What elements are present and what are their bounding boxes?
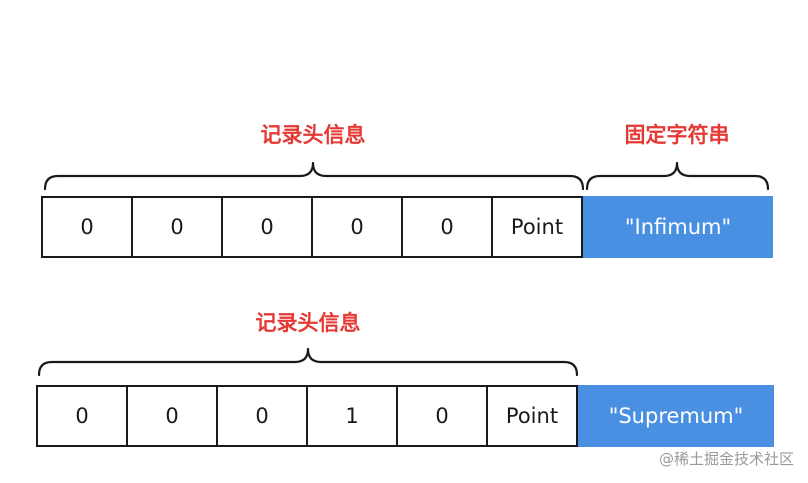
record-row-infimum: 0 0 0 0 0 Point "Infimum" [41, 196, 773, 258]
header-cell: 0 [36, 385, 128, 447]
point-cell: Point [491, 196, 583, 258]
header-cell: 0 [126, 385, 218, 447]
record-header-label-2: 记录头信息 [255, 311, 361, 335]
header-cell: 0 [401, 196, 493, 258]
header-cell: 1 [306, 385, 398, 447]
header-cell: 0 [131, 196, 223, 258]
supremum-block: "Supremum" [578, 385, 774, 447]
header-cell: 0 [396, 385, 488, 447]
infimum-block: "Infimum" [583, 196, 773, 258]
point-cell: Point [486, 385, 578, 447]
header-cell: 0 [311, 196, 403, 258]
header-cell: 0 [216, 385, 308, 447]
header-cell: 0 [221, 196, 313, 258]
record-row-supremum: 0 0 0 1 0 Point "Supremum" [36, 385, 774, 447]
header-cell: 0 [41, 196, 133, 258]
record-header-label-1: 记录头信息 [260, 123, 366, 147]
watermark: @稀土掘金技术社区 [658, 450, 794, 468]
fixed-string-label: 固定字符串 [624, 123, 730, 147]
